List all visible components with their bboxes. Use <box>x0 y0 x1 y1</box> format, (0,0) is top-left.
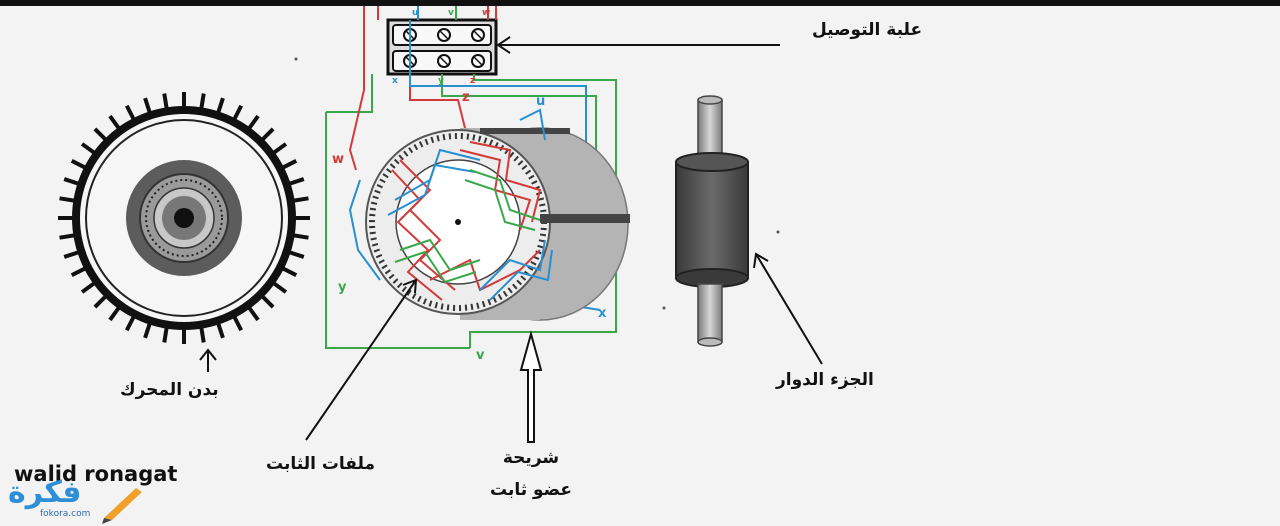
dot-mark <box>662 306 666 310</box>
logo-text: فكرة <box>8 475 82 510</box>
term-label-z: z <box>470 76 476 86</box>
rotor-core <box>675 161 749 279</box>
logo-url: fokora.com <box>40 509 91 519</box>
term-label-u: u <box>412 8 419 18</box>
wire-label-w: w <box>332 152 345 167</box>
term-label-w: w <box>482 8 491 18</box>
stator <box>348 108 630 321</box>
pencil-icon <box>104 488 142 520</box>
author-watermark: walid ronagat <box>14 462 178 486</box>
shaft-hole <box>174 208 194 228</box>
top-border <box>0 0 1280 6</box>
term-label-x: x <box>392 76 398 86</box>
rotor-arrow <box>753 252 823 365</box>
wire-label-x: x <box>598 306 607 321</box>
stator-coils-arrow <box>305 278 418 441</box>
wire-label-y: y <box>338 280 347 295</box>
label-terminal-box: علبة التوصيل <box>812 20 923 40</box>
wire-label-u: u <box>536 94 546 109</box>
motor-housing <box>58 92 310 344</box>
wire-label-v: v <box>476 348 485 363</box>
label-lamination-line1: شريحة <box>502 448 560 468</box>
supply-wires <box>377 6 489 20</box>
dot-mark <box>776 230 780 234</box>
rotor <box>675 95 749 347</box>
label-lamination-line2: عضو ثابت <box>489 480 573 500</box>
label-rotor: الجزء الدوار <box>776 370 874 390</box>
dot-mark <box>294 57 298 61</box>
rotor-shaft-bottom <box>697 283 723 343</box>
label-motor-body: بدن المحرك <box>120 380 219 400</box>
wire-label-z: z <box>462 90 470 105</box>
lamination-arrow <box>519 330 543 443</box>
terminal-box-arrow <box>496 36 780 54</box>
terminal-box <box>386 18 498 76</box>
term-label-v: v <box>448 8 454 18</box>
fokora-logo <box>102 488 142 524</box>
label-stator-coils: ملفات الثابت <box>266 454 375 474</box>
term-label-y: y <box>438 76 444 86</box>
motor-body-arrow <box>199 348 217 372</box>
